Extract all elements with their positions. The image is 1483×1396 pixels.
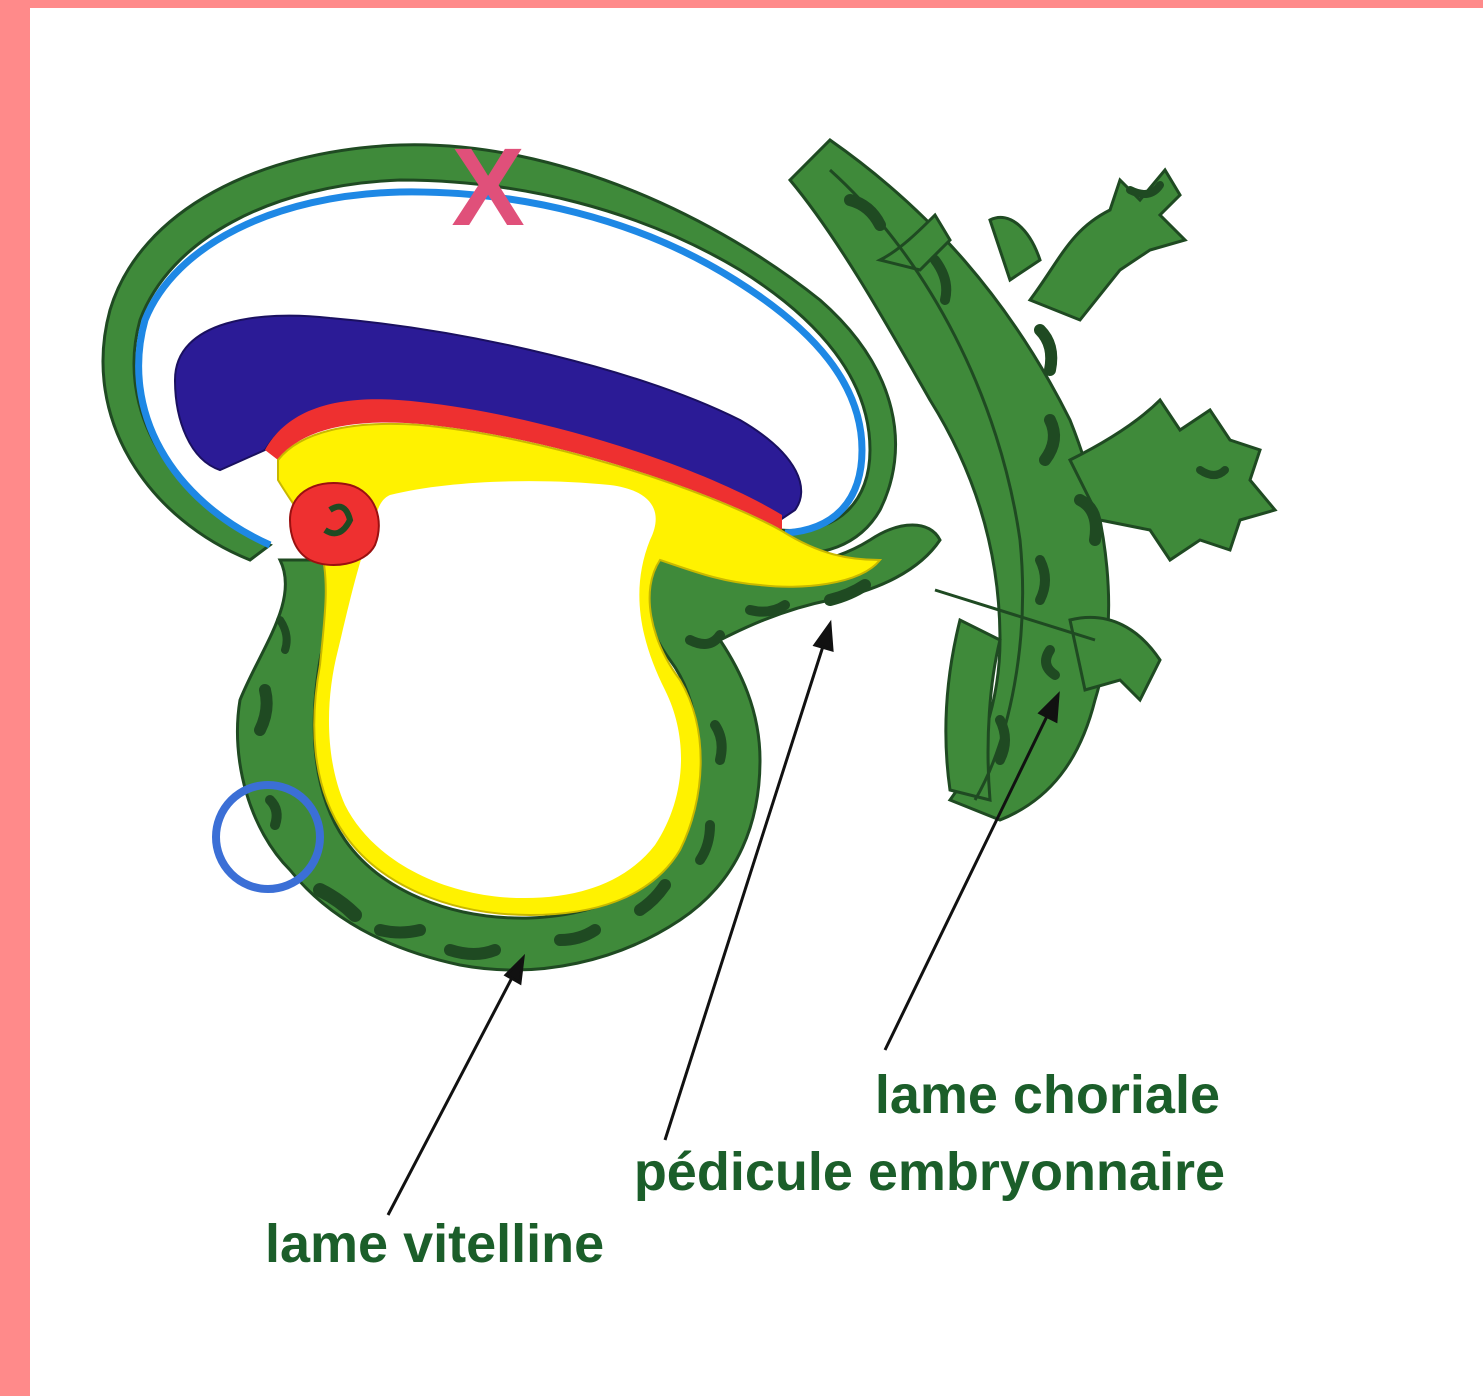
x-mark: X: [451, 126, 524, 249]
embryo-diagram: X lame choriale pédicule embryonnaire la…: [30, 8, 1483, 1396]
label-pedicule-embryonnaire: pédicule embryonnaire: [634, 1142, 1225, 1202]
yolk-sac-cavity: [329, 481, 681, 898]
arrow-lame-vitelline: [388, 972, 515, 1215]
red-blob: [290, 483, 379, 565]
lame-choriale-shape: [790, 140, 1275, 820]
label-lame-choriale: lame choriale: [875, 1065, 1220, 1125]
frame: X lame choriale pédicule embryonnaire la…: [30, 8, 1483, 1396]
label-lame-vitelline: lame vitelline: [265, 1214, 604, 1274]
